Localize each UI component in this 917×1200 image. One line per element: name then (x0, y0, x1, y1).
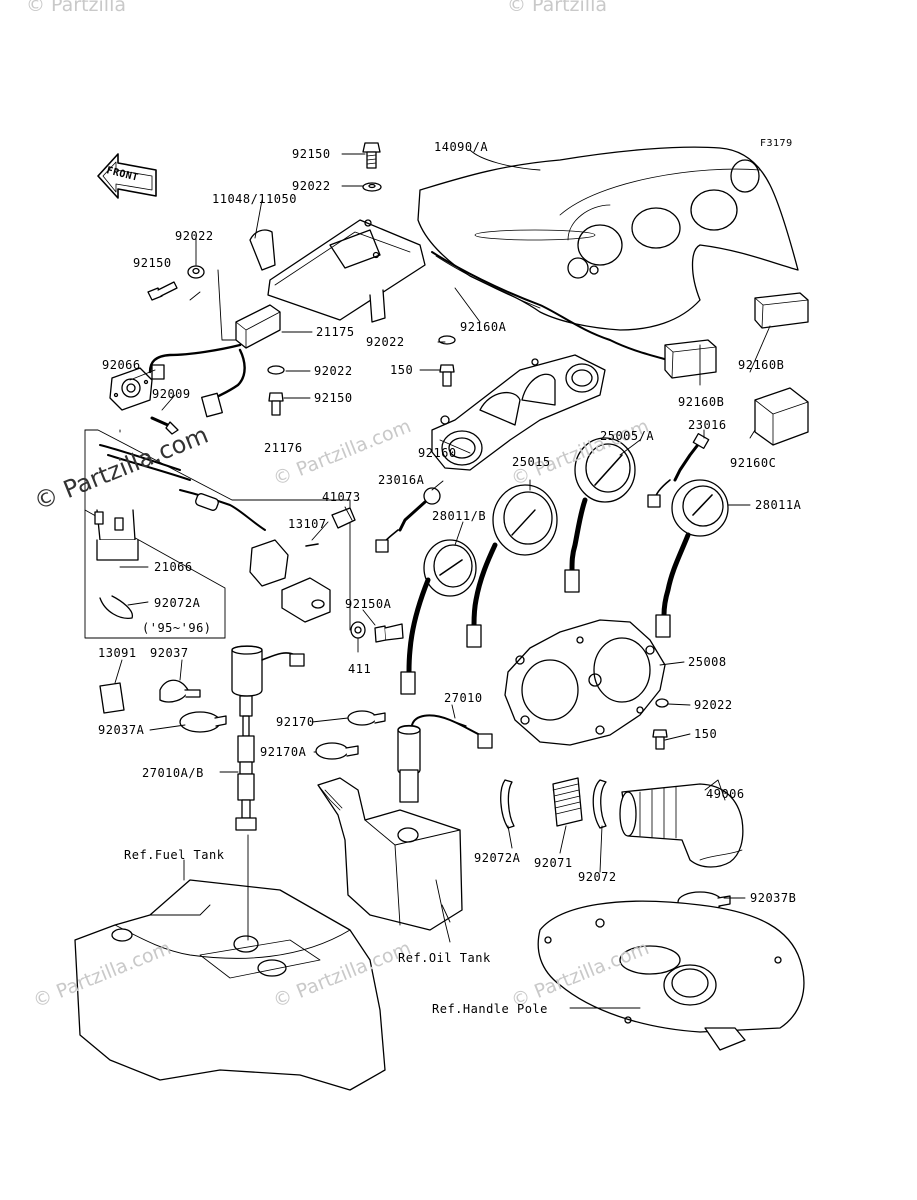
part-label-92009[interactable]: 92009 (152, 387, 191, 401)
front-arrow-icon (97, 153, 157, 199)
part-label-92022[interactable]: 92022 (366, 335, 405, 349)
part-label-92022[interactable]: 92022 (292, 179, 331, 193)
part-label-92072[interactable]: 92072 (578, 870, 617, 884)
bolt-92150-left (147, 281, 178, 301)
part-label-92160B[interactable]: 92160B (678, 395, 725, 409)
part-label-21066[interactable]: 21066 (154, 560, 193, 574)
part-label-92022[interactable]: 92022 (314, 364, 353, 378)
watermark-text: © Partzilla (26, 0, 127, 16)
part-label-27010[interactable]: 27010 (444, 691, 483, 705)
part-label-92071[interactable]: 92071 (534, 856, 573, 870)
part-label-92150[interactable]: 92150 (133, 256, 172, 270)
part-label-25005-A[interactable]: 25005/A (600, 429, 655, 443)
leader-lines (114, 149, 771, 1009)
part-label-92022[interactable]: 92022 (175, 229, 214, 243)
part-label-150[interactable]: 150 (390, 363, 414, 377)
part-label-92160[interactable]: 92160 (418, 446, 457, 460)
bolt-150-upper (439, 364, 455, 387)
sensor-23016A (375, 487, 441, 553)
part-label-25015[interactable]: 25015 (512, 455, 551, 469)
part-label-13091[interactable]: 13091 (98, 646, 137, 660)
part-label-28011-B[interactable]: 28011/B (432, 509, 487, 523)
model-year-note: ('95~'96) (142, 621, 212, 635)
pad-92160B-upper (754, 292, 809, 329)
fuel-tank (74, 879, 386, 1091)
part-label-21176[interactable]: 21176 (264, 441, 303, 455)
part-label-25008[interactable]: 25008 (688, 655, 727, 669)
air-duct-49006 (619, 783, 744, 868)
pad-92160C (754, 387, 809, 446)
seal-92071 (552, 777, 583, 827)
meter-plate-25008 (504, 619, 666, 746)
ref-oil-tank-label: Ref.Oil Tank (398, 951, 491, 965)
part-label-92170[interactable]: 92170 (276, 715, 315, 729)
part-label-23016A[interactable]: 23016A (378, 473, 425, 487)
oil-tank (317, 777, 463, 931)
meter-bracket (249, 219, 426, 323)
part-label-92072A[interactable]: 92072A (154, 596, 201, 610)
part-label-21175[interactable]: 21175 (316, 325, 355, 339)
part-label-92150[interactable]: 92150 (314, 391, 353, 405)
fuel-sender-27010A (231, 645, 305, 831)
gauge-28011A (655, 479, 729, 638)
part-label-11048-11050[interactable]: 11048/11050 (212, 192, 297, 206)
ref-handle-pole-label: Ref.Handle Pole (432, 1002, 548, 1016)
part-label-92160C[interactable]: 92160C (730, 456, 777, 470)
bolt-92150-top (362, 142, 381, 169)
part-label-13107[interactable]: 13107 (288, 517, 327, 531)
figure-code: F3179 (760, 138, 793, 149)
gauge-28011B (400, 539, 477, 695)
gauge-25005 (564, 437, 636, 593)
handle-pole-plate (537, 900, 805, 1051)
bolt-92150-mid (268, 392, 284, 416)
part-label-150[interactable]: 150 (694, 727, 718, 741)
ref-fuel-tank-label: Ref.Fuel Tank (124, 848, 225, 862)
part-label-92037B[interactable]: 92037B (750, 891, 797, 905)
part-label-92150[interactable]: 92150 (292, 147, 331, 161)
part-label-92022[interactable]: 92022 (694, 698, 733, 712)
gauge-25015 (466, 484, 558, 648)
part-label-92037[interactable]: 92037 (150, 646, 189, 660)
hood-cover (417, 146, 799, 331)
bolt-150-lower (652, 729, 668, 750)
oil-sender-27010 (397, 714, 493, 803)
pad-92160B-lower (664, 339, 717, 379)
part-label-27010A-B[interactable]: 27010A/B (142, 766, 204, 780)
part-label-92072A[interactable]: 92072A (474, 851, 521, 865)
part-label-14090-A[interactable]: 14090/A (434, 140, 489, 154)
part-label-92037A[interactable]: 92037A (98, 723, 145, 737)
part-label-49006[interactable]: 49006 (706, 787, 745, 801)
bolt-92150A (374, 623, 404, 643)
part-label-92150A[interactable]: 92150A (345, 597, 392, 611)
part-label-92160A[interactable]: 92160A (460, 320, 507, 334)
gauge-panel-92160 (431, 354, 606, 471)
part-label-41073[interactable]: 41073 (322, 490, 361, 504)
switch-92066 (109, 367, 153, 411)
part-label-28011A[interactable]: 28011A (755, 498, 802, 512)
part-label-92066[interactable]: 92066 (102, 358, 141, 372)
part-label-92170A[interactable]: 92170A (260, 745, 307, 759)
sensor-23016 (647, 433, 710, 508)
part-label-92160B[interactable]: 92160B (738, 358, 785, 372)
watermark-text: © Partzilla (507, 0, 608, 16)
stop-switch-body (249, 507, 356, 623)
part-label-23016[interactable]: 23016 (688, 418, 727, 432)
part-label-411[interactable]: 411 (348, 662, 372, 676)
switch-unit-21175 (148, 304, 281, 418)
